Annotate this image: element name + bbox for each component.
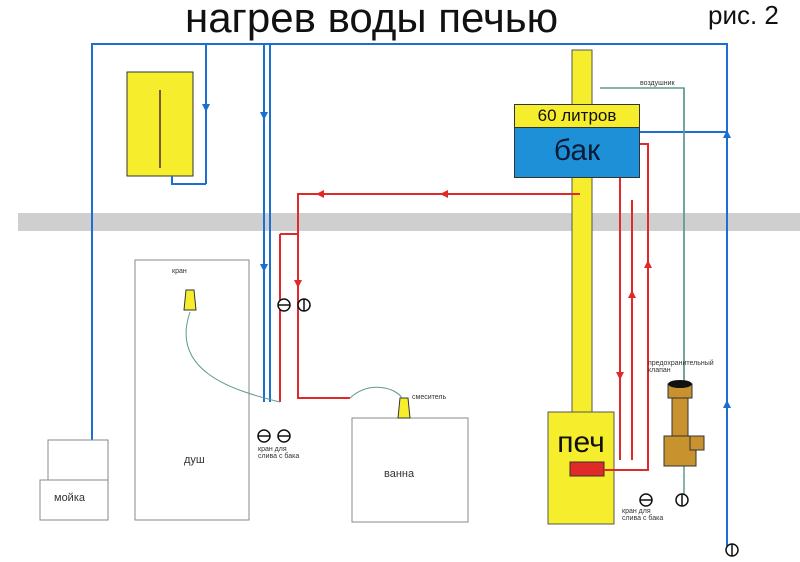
relief-valve-icon xyxy=(663,380,705,467)
hot-water-pipes xyxy=(279,143,649,471)
room-sink-base xyxy=(39,479,109,521)
page-title: нагрев воды печью xyxy=(185,0,559,41)
figure-label: рис. 2 xyxy=(708,0,779,30)
room-sink-label: мойка xyxy=(54,492,85,504)
room-sink xyxy=(47,439,109,481)
cold-water-pipes xyxy=(91,43,728,546)
hot-flow-arrows xyxy=(294,190,652,380)
tank-name-label: бак xyxy=(514,128,640,178)
valve-label-top-left: кран xyxy=(172,268,187,275)
faucet-label: смеситель xyxy=(412,394,447,401)
shower-head-icon xyxy=(183,289,197,311)
room-shower-label: душ xyxy=(184,454,205,466)
room-bath xyxy=(351,417,469,523)
valve-symbol-icon xyxy=(257,298,739,557)
tank-capacity-label: 60 литров xyxy=(514,104,640,128)
faucet-hose xyxy=(349,386,403,399)
heat-exchanger-icon xyxy=(569,461,605,477)
stove-label: печ xyxy=(557,426,605,459)
flow-arrows xyxy=(202,104,731,408)
air-vent-label: воздушник xyxy=(640,80,675,87)
valve-label-right: кран для слива с бака xyxy=(622,508,664,522)
faucet-icon xyxy=(397,397,411,419)
room-bath-label: ванна xyxy=(384,468,415,480)
valve-label-mid-left: кран для слива с бака xyxy=(258,446,300,460)
wall-band xyxy=(18,213,800,231)
shower-hose xyxy=(185,311,281,403)
relief-valve-label: предохранительный клапан xyxy=(648,360,714,374)
